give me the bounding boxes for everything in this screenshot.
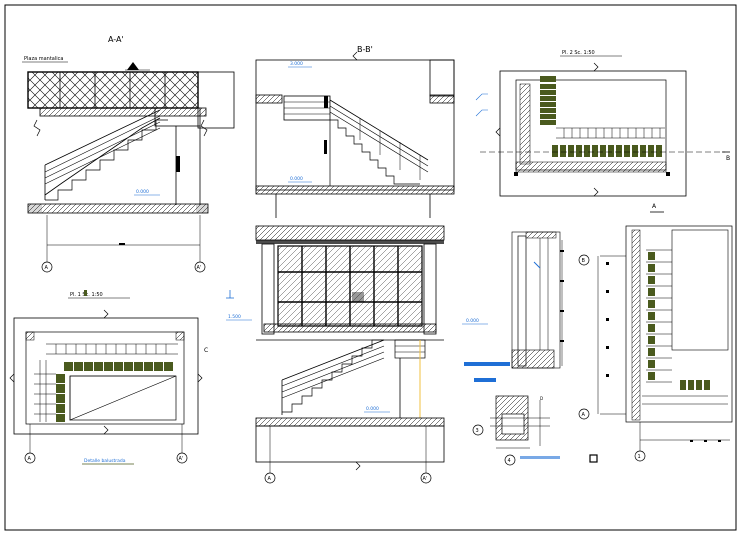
grid-label-a-prime: A' (197, 265, 202, 271)
detail-grid-label-bottom: 1 (638, 454, 641, 460)
detail-callout-label: 3 (476, 428, 479, 434)
grid-bubble-a-prime (194, 261, 206, 273)
section-aa-title: A-A' (108, 35, 124, 44)
section-aa-label: Plaza mantalica (24, 56, 63, 62)
section-bb-level-bottom: 0.000 (290, 176, 303, 182)
plan-bottom-grid-label-left: A (28, 456, 32, 462)
facade-grid-bubble-right (420, 472, 432, 484)
detail-grid-bubble-b (578, 254, 590, 266)
plan-bottom-left: Pl. 1 Sc. 1:50 (9, 290, 208, 465)
detail-callout-b-label: 4 (508, 458, 511, 464)
detail-right-marker: A (652, 203, 657, 210)
facade-level-left: 1.500 (228, 314, 241, 320)
plan-top-title: Pl. 2 Sc. 1:50 (562, 50, 595, 56)
plan-bottom-marker: C (204, 347, 208, 354)
section-bb-title: B-B' (357, 45, 373, 54)
detail-right: A (578, 203, 733, 462)
detail-mid-marker: D (540, 396, 543, 401)
section-bb: B-B' 3.000 0.000 (255, 45, 488, 218)
detail-small: 3 4 (472, 395, 598, 466)
plan-bottom-grid-label-right: A' (179, 456, 184, 462)
accent-bar-1 (464, 362, 510, 366)
detail-grid-label-a: A (582, 412, 586, 418)
facade-level-bottom: 0.000 (366, 406, 379, 412)
detail-callout-b-bubble (504, 454, 516, 466)
detail-callout-bubble (472, 424, 484, 436)
plan-top-marker: B (726, 155, 730, 162)
detail-grid-label-b: B (582, 258, 586, 264)
facade-center: 1.500 0.000 0.000 A A' (226, 225, 488, 484)
plan-top-right: Pl. 2 Sc. 1:50 (480, 50, 730, 197)
detail-mid: D (464, 231, 564, 401)
section-bb-level-top: 3.000 (290, 61, 303, 67)
section-aa: A-A' Plaza mantalica 0.000 (22, 35, 235, 273)
section-aa-level: 0.000 (136, 189, 149, 195)
plan-bottom-grid-bubble-left (24, 452, 36, 464)
sheet-border (4, 4, 737, 531)
facade-grid-label-right: A' (423, 476, 428, 482)
grid-label-a: A (45, 265, 49, 271)
plan-bottom-caption: Detalle balustrada (84, 458, 126, 464)
facade-grid-bubble-left (264, 472, 276, 484)
facade-grid-label-left: A (268, 476, 272, 482)
accent-bar-2 (474, 378, 496, 382)
grid-bubble-a (41, 261, 53, 273)
facade-level-right: 0.000 (466, 318, 479, 324)
lattice-railing (27, 71, 199, 109)
detail-grid-bubble-a (578, 408, 590, 420)
plan-bottom-grid-bubble-right (176, 452, 188, 464)
